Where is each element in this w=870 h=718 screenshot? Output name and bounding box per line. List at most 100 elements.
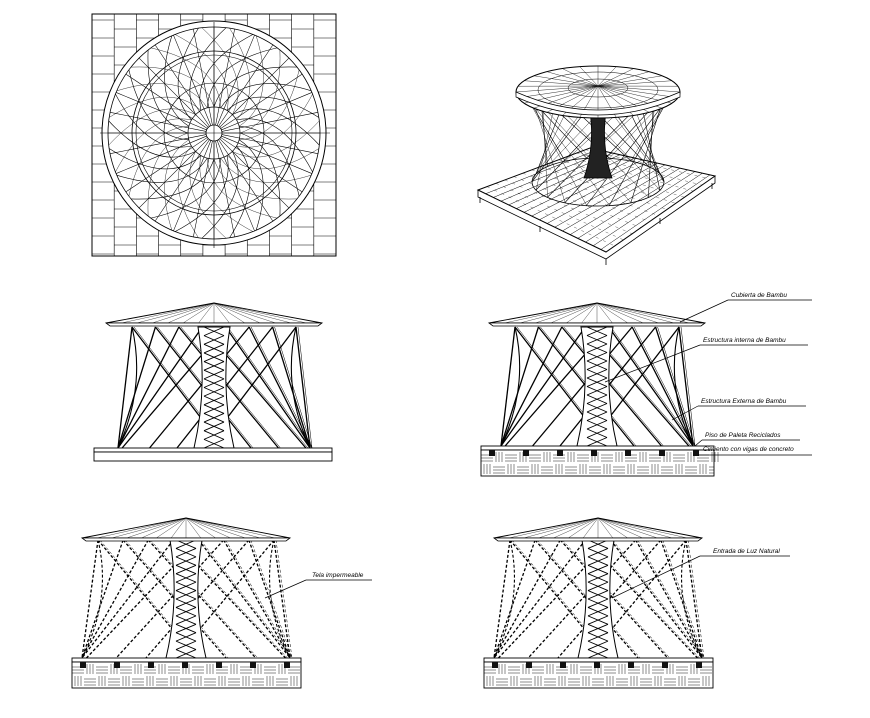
iso-joint [567, 156, 694, 192]
iso-plank [570, 167, 681, 235]
outer-stick [81, 539, 149, 659]
column-lattice [587, 556, 609, 566]
column-lattice [175, 573, 197, 583]
plan-spoke [221, 112, 319, 132]
plan-curved-member [201, 151, 239, 239]
iso-joint [585, 149, 711, 180]
column-lattice [586, 403, 608, 413]
column-lattice [175, 598, 197, 608]
iso-outer-stick [608, 91, 673, 206]
outer-stick-pair [124, 539, 229, 659]
plan-spoke [193, 140, 213, 238]
roof-rib [185, 517, 261, 539]
iso-plank [493, 151, 606, 198]
column-lattice [175, 564, 197, 575]
plan-spoke [216, 140, 255, 232]
iso-plank [516, 156, 628, 209]
roof-rib [597, 517, 613, 539]
roof-rib [596, 302, 644, 324]
concrete-beam [284, 662, 290, 668]
plan-curved-member [164, 35, 190, 127]
label-cubierta: Cubierta de Bambu [731, 292, 787, 299]
plan-curved-member [232, 120, 320, 158]
iso-plank [577, 169, 688, 239]
iso-joint [513, 176, 641, 228]
outer-stick [493, 539, 536, 659]
plan-curved-member [108, 108, 196, 146]
concrete-beam [693, 450, 699, 456]
roof-rib [519, 302, 598, 324]
outer-stick [631, 326, 694, 447]
outer-stick-pair [610, 326, 696, 447]
outer-stick [678, 326, 694, 447]
outer-stick [608, 326, 694, 447]
outer-stick [493, 539, 561, 659]
concrete-beam [526, 662, 532, 668]
roof-fascia [80, 537, 292, 542]
plan-spoke [218, 44, 274, 127]
roof-rib [213, 302, 245, 324]
column-lattice [203, 438, 225, 449]
outer-stick [527, 539, 637, 659]
side-profile [673, 326, 694, 447]
roof-rib [553, 517, 599, 539]
iso-plank [562, 166, 673, 232]
concrete-beam [594, 662, 600, 668]
roof-rib [596, 302, 628, 324]
outer-stick-pair [680, 326, 696, 447]
plan-curved-member [226, 148, 319, 170]
label-estructura-externa: Estructura Externa de Bambu [701, 398, 787, 405]
roof-rib [185, 517, 201, 539]
outer-stick [178, 326, 279, 449]
iso-plank [531, 159, 643, 217]
outer-stick-pair [180, 326, 281, 449]
iso-plank [593, 172, 703, 247]
column-lattice [175, 615, 197, 625]
plan-curved-member [109, 96, 202, 118]
iso-joint [531, 169, 659, 216]
iso-outer-stick [531, 111, 586, 183]
column-lattice [586, 386, 608, 396]
outer-stick-pair [297, 326, 313, 449]
outer-stick [147, 539, 257, 659]
annotation-tela: Tela impermeable [264, 572, 372, 599]
plan-curved-member [232, 108, 320, 146]
base-plinth [93, 451, 333, 462]
plan-curved-member [150, 47, 221, 108]
plan-spoke [138, 57, 209, 128]
concrete-beam [216, 662, 222, 668]
column-lattice [203, 413, 225, 423]
plan-curved-member [239, 49, 281, 134]
plan-curved-member [108, 120, 196, 158]
plan-curved-member [115, 118, 192, 173]
plan-curved-member [164, 139, 189, 231]
roof-rib [597, 517, 628, 539]
outer-stick [295, 326, 311, 449]
iso-plank [554, 164, 666, 228]
outer-stick-pair [150, 539, 259, 659]
roof-rib [96, 517, 187, 539]
column-lattice [203, 387, 225, 397]
roof-rib [185, 517, 231, 539]
roof-rib [213, 302, 307, 324]
iso-canopy-rib [562, 68, 599, 87]
iso-canopy-rib [518, 85, 599, 98]
iso-canopy-rib [597, 75, 663, 87]
roof-rib [141, 517, 187, 539]
concrete-beam [696, 662, 702, 668]
column-lattice [587, 581, 609, 591]
plan-curved-member [189, 151, 227, 239]
plan-curved-member [147, 49, 189, 134]
outer-stick [223, 539, 291, 659]
roof-rib [121, 302, 215, 324]
side-profile [500, 326, 521, 447]
roof-rib [185, 517, 246, 539]
outer-stick-pair [563, 326, 664, 447]
roof-rib [597, 517, 658, 539]
roof-fascia [104, 322, 324, 327]
outer-stick-pair [657, 326, 696, 447]
plan-radial-structure [100, 20, 330, 248]
outer-stick [122, 539, 227, 659]
column-lattice [175, 590, 197, 600]
concrete-beam [182, 662, 188, 668]
